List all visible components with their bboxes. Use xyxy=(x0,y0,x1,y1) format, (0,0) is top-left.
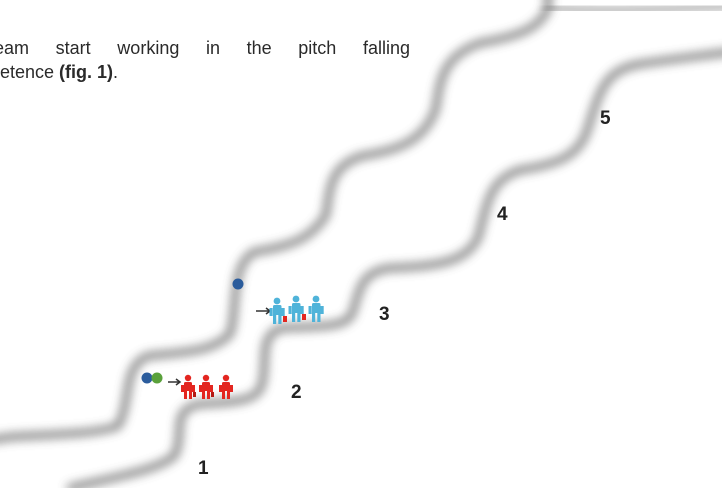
ball-green-icon xyxy=(151,372,163,384)
staircase-upper-edge xyxy=(0,0,552,443)
step-label-5: 5 xyxy=(600,108,611,129)
pointer-arrow-icon xyxy=(256,307,272,315)
paragraph-line-2-text: etence xyxy=(0,62,60,82)
red-team-group xyxy=(141,372,233,399)
blue-figure-icon xyxy=(269,297,287,324)
blue-team-group xyxy=(232,278,324,324)
paragraph-line-1: eam start working in the pitch falling xyxy=(0,38,410,58)
figure-reference: (fig. 1) xyxy=(59,62,114,82)
staircase-top-edge xyxy=(545,3,722,14)
staircase-lower-edge xyxy=(66,49,722,488)
paragraph-line-2-period: . xyxy=(113,62,119,82)
blue-figure-icon xyxy=(288,295,306,322)
step-label-2: 2 xyxy=(291,382,302,403)
step-label-1: 1 xyxy=(198,458,209,479)
step-label-3: 3 xyxy=(379,304,390,325)
red-figure-icon xyxy=(219,374,233,399)
paragraph-line-2: etence (fig. 1). xyxy=(0,60,410,84)
ball-blue-icon xyxy=(141,372,153,384)
ball-blue-icon xyxy=(232,278,244,290)
red-figure-icon xyxy=(181,374,196,399)
pointer-arrow-icon xyxy=(168,378,182,386)
blue-figure-icon xyxy=(308,295,324,322)
step-label-4: 4 xyxy=(497,204,508,225)
step-labels: 1 2 3 4 5 xyxy=(198,108,611,479)
intro-paragraph: eam start working in the pitch falling e… xyxy=(0,36,410,84)
red-figure-icon xyxy=(199,374,214,399)
